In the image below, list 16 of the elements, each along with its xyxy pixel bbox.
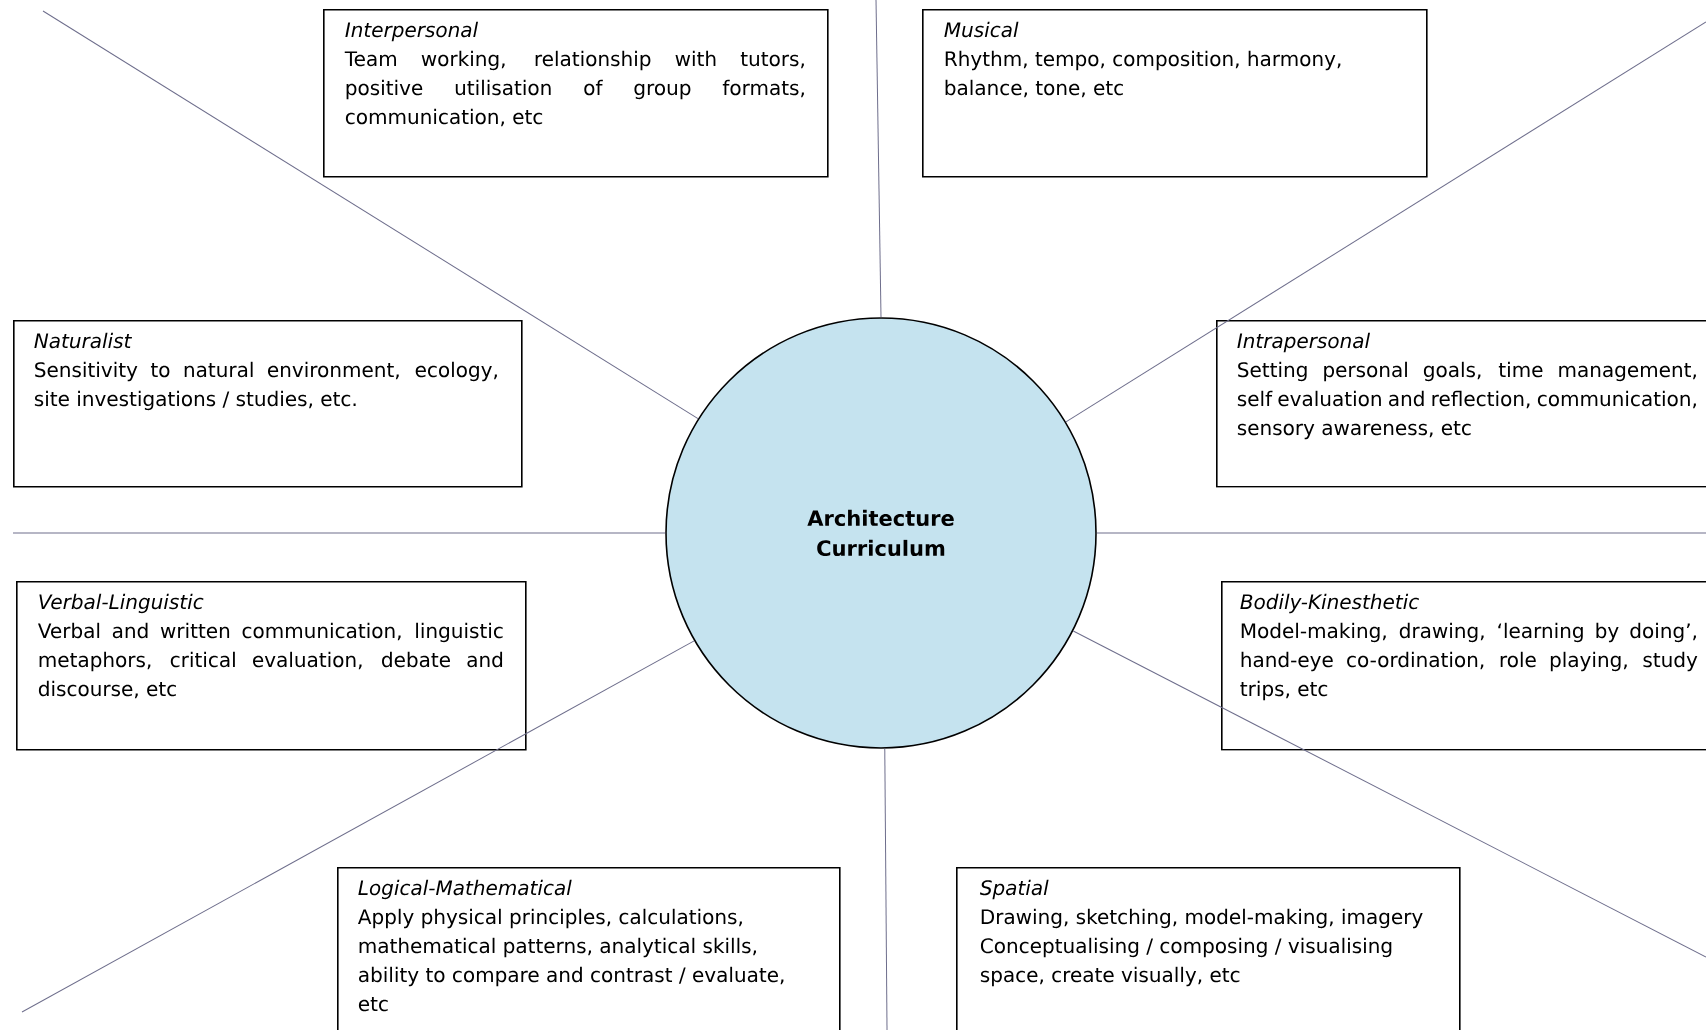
text-box: Interpersonal Team working, relationship with tutors, positive utilisation of group formats, communication, etc (323, 9, 829, 178)
text-box: Intrapersonal Setting personal goals, time management, self evaluation and reflection, communication, sensory awareness, etc (1216, 319, 1706, 488)
spoke-line (21, 640, 695, 1013)
text-box: Logical-Mathematical Apply physical principles, calculations, mathematical patterns, analytical skills, ability to compare and contrast / evaluate, etc (337, 867, 841, 1030)
text-box: Spatial Drawing, sketching, model-making, imagery Conceptualising / composing / visualising space, create visually, etc (956, 867, 1461, 1030)
spoke-line (875, 0, 882, 318)
text-box: Naturalist Sensitivity to natural environment, ecology, site investigations / studies, etc. (13, 319, 523, 488)
spoke-line (12, 532, 666, 534)
text-box: Bodily-Kinesthetic Model-making, drawing, ‘learning by doing’, hand-eye co-ordination, role playing, study trips, etc (1221, 581, 1706, 751)
spoke-line (1065, 21, 1706, 423)
spoke-line (884, 748, 888, 1030)
spoke-line (1072, 630, 1706, 958)
spoke-line (1096, 532, 1706, 534)
spoke-line (42, 10, 699, 420)
text-box: Verbal-Linguistic Verbal and written communication, linguistic metaphors, critical evaluation, debate and discourse, etc (16, 581, 527, 751)
text-box: Musical Rhythm, tempo, composition, harmony, balance, tone, etc (922, 9, 1428, 178)
